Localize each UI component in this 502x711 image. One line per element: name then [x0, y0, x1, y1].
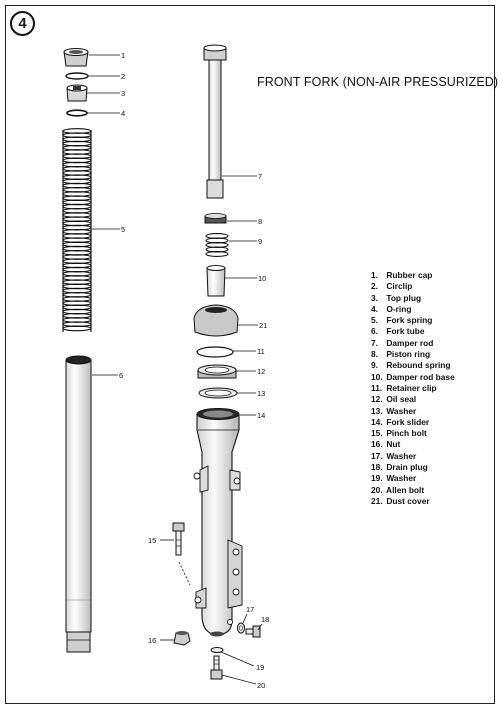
retainer-clip-part — [196, 346, 234, 358]
legend-item: 9. Rebound spring — [371, 360, 451, 371]
callout-15: 15 — [148, 536, 156, 545]
legend-item: 17. Washer — [371, 450, 417, 461]
allen-bolt-part — [210, 655, 223, 680]
legend-item: 19. Washer — [371, 473, 417, 484]
nut-part — [173, 631, 191, 646]
callout-9: 9 — [258, 237, 262, 246]
legend-item: 11. Retainer clip — [371, 382, 437, 393]
legend-item: 20. Allen bolt — [371, 484, 425, 495]
callout-3: 3 — [121, 89, 125, 98]
rubber-cap-part — [63, 48, 89, 67]
callout-17: 17 — [246, 605, 254, 614]
legend-item: 5. Fork spring — [371, 315, 433, 326]
legend-item: 15. Pinch bolt — [371, 428, 427, 439]
callout-1: 1 — [121, 51, 125, 60]
dust-cover-part — [193, 304, 239, 337]
legend-item: 16. Nut — [371, 439, 401, 450]
callout-18: 18 — [261, 615, 269, 624]
top-plug-part — [66, 84, 88, 102]
callout-6: 6 — [119, 371, 123, 380]
callout-2: 2 — [121, 72, 125, 81]
washer-lower-part — [210, 647, 224, 653]
callout-16: 16 — [148, 636, 156, 645]
fork-spring-part — [62, 128, 92, 332]
legend-item: 12. Oil seal — [371, 394, 417, 405]
callout-13: 13 — [257, 389, 265, 398]
circlip-part — [65, 72, 89, 80]
legend-item: 7. Damper rod — [371, 337, 434, 348]
leader-lines — [87, 54, 263, 685]
callout-4: 4 — [121, 109, 125, 118]
callout-11: 11 — [257, 347, 265, 356]
pinch-bolt-part — [172, 522, 191, 586]
callout-10: 10 — [258, 274, 266, 283]
legend-item: 13. Washer — [371, 405, 417, 416]
rebound-spring-part — [205, 232, 229, 258]
damper-rod-part — [203, 44, 227, 199]
figure-number-badge: 4 — [10, 11, 35, 36]
fork-tube-part — [65, 355, 92, 653]
o-ring-part — [66, 109, 88, 117]
callout-5: 5 — [121, 225, 125, 234]
legend-item: 8. Piston ring — [371, 349, 431, 360]
legend-item: 3. Top plug — [371, 292, 422, 303]
legend-item: 4. O-ring — [371, 303, 412, 314]
legend-item: 21. Dust cover — [371, 495, 430, 506]
fork-slider-part — [193, 408, 243, 637]
washer-part — [198, 387, 238, 399]
callout-12: 12 — [257, 367, 265, 376]
legend-item: 18. Drain plug — [371, 462, 428, 473]
diagram-title: FRONT FORK (NON-AIR PRESSURIZED) — [257, 75, 499, 89]
damper-rod-base-part — [206, 265, 226, 297]
callout-7: 7 — [258, 172, 262, 181]
callout-14: 14 — [257, 411, 265, 420]
callout-20: 20 — [257, 681, 265, 690]
legend-item: 14. Fork slider — [371, 416, 430, 427]
piston-ring-part — [204, 213, 227, 224]
oil-seal-part — [197, 364, 237, 379]
callout-19: 19 — [256, 663, 264, 672]
washer-small-part — [237, 622, 245, 634]
callout-8: 8 — [258, 217, 262, 226]
legend-item: 2. Circlip — [371, 281, 413, 292]
callout-21: 21 — [259, 321, 267, 330]
parts-legend: 1. Rubber cap 2. Circlip 3. Top plug 4. … — [371, 270, 455, 507]
legend-item: 1. Rubber cap — [371, 270, 433, 280]
legend-item: 10. Damper rod base — [371, 371, 455, 382]
drain-plug-part — [245, 625, 261, 638]
legend-item: 6. Fork tube — [371, 326, 425, 337]
callout-numbers: 1 2 3 4 5 6 7 8 9 10 21 11 12 13 14 15 1… — [119, 51, 269, 690]
